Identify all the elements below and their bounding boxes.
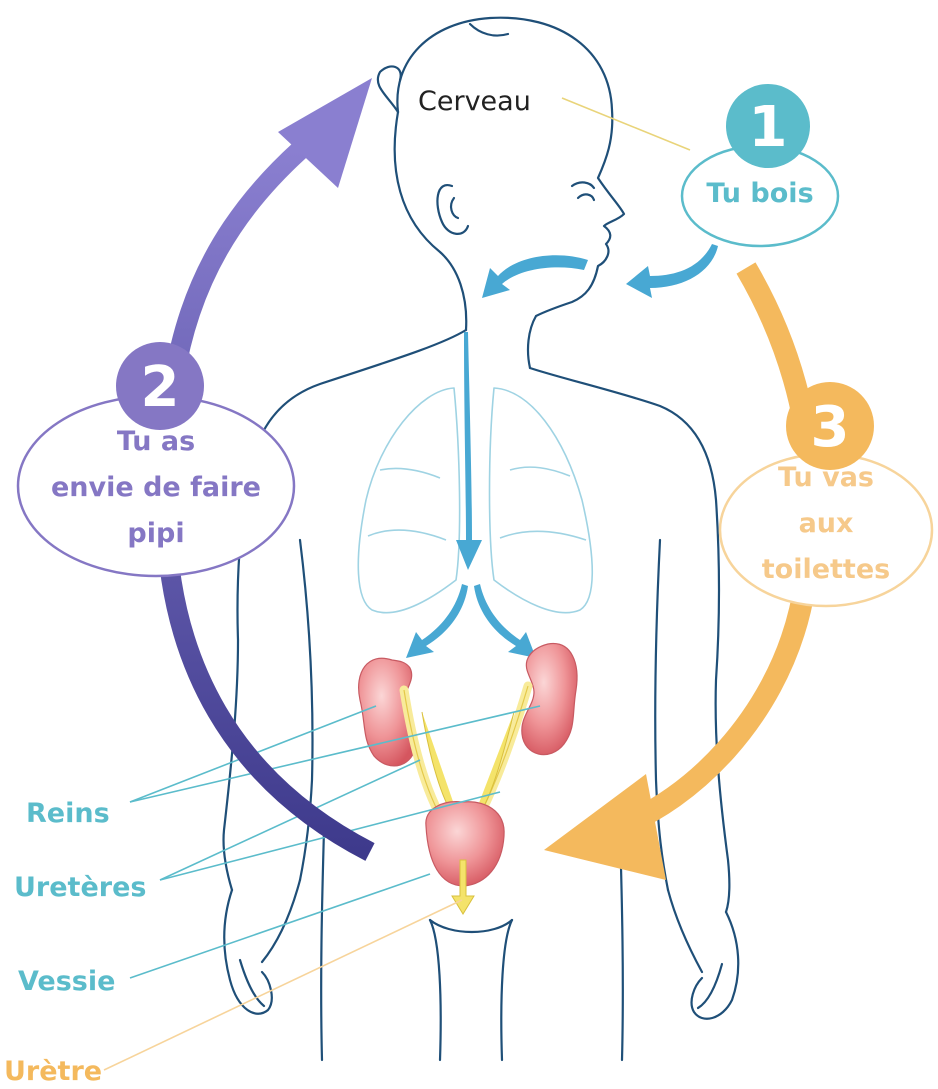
- urinary-organs: [359, 644, 577, 914]
- step-2-text-line-2: envie de faire: [51, 472, 261, 503]
- child-body-outline: [223, 18, 738, 1060]
- step-2-text-line-1: Tu as: [117, 426, 195, 457]
- flow-arrow-split-right: [474, 584, 536, 658]
- step-3-text-line-1: Tu vas: [778, 462, 874, 493]
- leader-lines: [104, 98, 690, 1070]
- lungs: [358, 388, 592, 613]
- step-1-number: 1: [749, 95, 788, 160]
- label-urethra: Urètre: [4, 1056, 102, 1087]
- step-2-bubble: 2 Tu as envie de faire pipi: [18, 342, 294, 576]
- label-bladder: Vessie: [18, 966, 115, 997]
- step-2-text-line-3: pipi: [127, 518, 184, 549]
- step-2-number: 2: [141, 355, 180, 420]
- step-3-text-line-2: aux: [799, 508, 854, 539]
- kidney-right: [522, 644, 577, 755]
- step-1-bubble: 1 Tu bois: [682, 84, 838, 246]
- step-3-bubble: 3 Tu vas aux toilettes: [720, 382, 932, 606]
- step-1-text-line-1: Tu bois: [706, 178, 813, 209]
- label-ureters: Uretères: [14, 872, 146, 903]
- flow-arrow-mouth: [626, 244, 718, 298]
- label-kidneys: Reins: [26, 798, 110, 829]
- label-brain: Cerveau: [418, 86, 531, 117]
- step-3-number: 3: [811, 395, 850, 460]
- flow-arrow-throat: [482, 255, 588, 298]
- flow-arrow-split-left: [406, 584, 468, 658]
- step-3-text-line-3: toilettes: [762, 554, 890, 585]
